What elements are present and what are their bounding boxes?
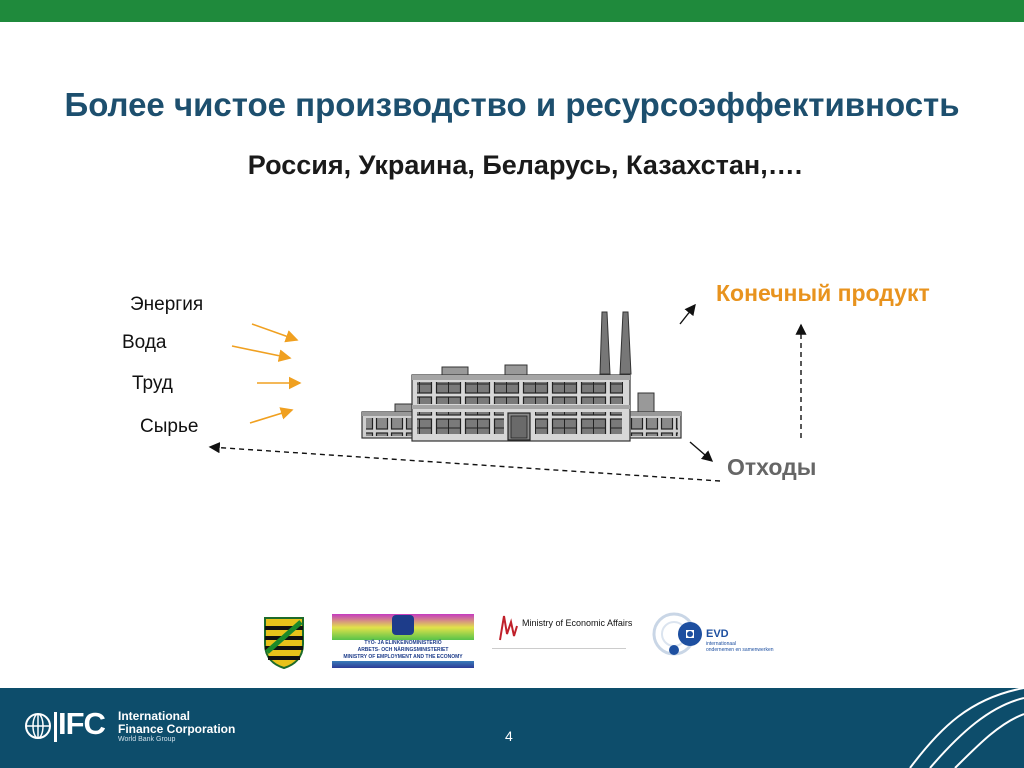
ifc-abbreviation: IFC	[58, 706, 106, 741]
arrow-to-waste	[689, 441, 714, 462]
input-label-raw-materials: Сырье	[140, 416, 199, 437]
top-accent-bar	[0, 0, 1024, 22]
finland-ministry-logo: TYÖ- JA ELINKEINOMINISTERIÖ ARBETS- OCH …	[332, 614, 474, 668]
page-number: 4	[505, 728, 513, 744]
netherlands-ministry-name: Ministry of Economic Affairs	[522, 618, 633, 628]
final-product-label: Конечный продукт	[716, 280, 930, 306]
process-diagram	[208, 303, 807, 482]
decorative-swoosh	[909, 688, 1024, 768]
lion-emblem-icon	[392, 615, 414, 635]
netherlands-ministry-logo: Ministry of Economic Affairs	[492, 608, 632, 649]
arrow-energy	[251, 323, 299, 343]
input-label-water: Вода	[122, 332, 167, 353]
input-label-energy: Энергия	[130, 294, 204, 315]
ifc-group-name: World Bank Group	[118, 736, 176, 743]
arrow-to-product	[679, 303, 696, 325]
slide-title: Более чистое производство и ресурсоэффек…	[64, 86, 960, 123]
evd-logo: EVD internationaal ondernemen en samenwe…	[650, 612, 800, 666]
ifc-name: International Finance Corporation	[118, 710, 235, 736]
red-signature-mark-icon	[499, 615, 518, 641]
world-bank-globe-icon	[25, 713, 51, 739]
waste-label: Отходы	[727, 454, 817, 480]
evd-globe-icon	[652, 612, 702, 656]
dashed-arrow-waste-to-inputs	[208, 442, 721, 482]
saxony-coat-of-arms-logo	[262, 614, 306, 670]
footer-bar: IFC International Finance Corporation Wo…	[0, 688, 1024, 768]
input-label-labor: Труд	[132, 373, 173, 394]
finland-logo-line-1: TYÖ- JA ELINKEINOMINISTERIÖ	[364, 640, 442, 646]
ifc-name-line-2: Finance Corporation	[118, 722, 236, 736]
evd-tagline-2: ondernemen en samenwerken	[706, 647, 774, 653]
ifc-name-line-1: International	[118, 709, 191, 723]
factory-icon	[361, 311, 682, 442]
evd-tagline-1: internationaal	[706, 641, 737, 647]
arrow-raw	[249, 407, 294, 424]
finland-logo-line-2: ARBETS- OCH NÄRINGSMINISTERIET	[357, 647, 449, 653]
evd-name: EVD	[706, 628, 729, 640]
arrow-water	[231, 345, 292, 362]
slide-subtitle: Россия, Украина, Беларусь, Казахстан,….	[247, 150, 803, 180]
finland-logo-line-3: MINISTRY OF EMPLOYMENT AND THE ECONOMY	[343, 654, 463, 660]
